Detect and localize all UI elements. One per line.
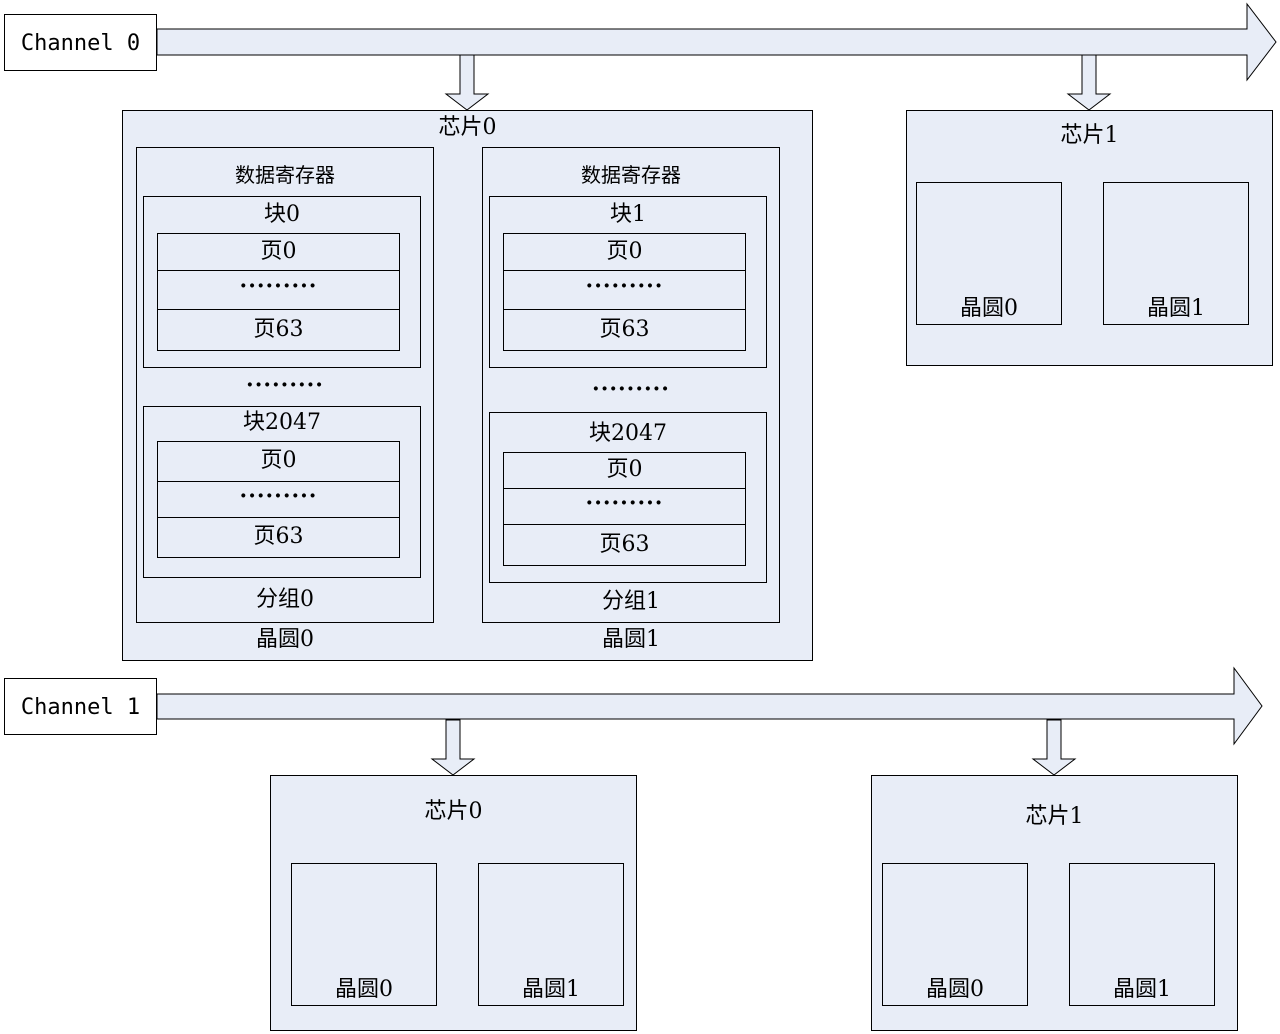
channel-1-label-box: Channel 1 <box>4 678 157 735</box>
page-label: 页0 <box>260 239 297 264</box>
channel-0-bus-arrow <box>156 2 1277 82</box>
down-arrow-ch1-chip0 <box>430 719 476 776</box>
block-title: 块2047 <box>243 410 321 435</box>
page-row: ········· <box>504 271 745 310</box>
channel-1-bus-arrow <box>156 666 1263 746</box>
die-box: 晶圆1 <box>1103 182 1249 325</box>
data-register-label: 数据寄存器 <box>581 163 681 187</box>
block-ellipsis: ········· <box>246 372 324 398</box>
block-title: 块0 <box>264 202 300 227</box>
block-2047: 块2047 页0 ········· 页63 <box>143 406 421 578</box>
block-2047: 块2047 页0 ········· 页63 <box>489 412 767 583</box>
page-label: 页0 <box>606 457 643 482</box>
data-register-label: 数据寄存器 <box>235 163 335 187</box>
page-row: 页0 <box>158 234 399 271</box>
ch1-chip1: 芯片1 晶圆0 晶圆1 <box>871 775 1238 1031</box>
page-row: 页63 <box>504 311 745 351</box>
ch0-chip0-title: 芯片0 <box>438 115 497 140</box>
page-row: 页0 <box>158 442 399 482</box>
page-row: 页63 <box>158 311 399 351</box>
ch0-chip0: 芯片0 数据寄存器 块0 页0 ········· 页63 ········· … <box>122 110 813 661</box>
channel-1-label: Channel 1 <box>20 695 141 720</box>
page-label: 页63 <box>599 532 650 557</box>
chip-title: 芯片1 <box>1060 123 1119 148</box>
page-label: 页0 <box>260 448 297 473</box>
die-label: 晶圆0 <box>926 977 984 1002</box>
down-arrow-ch0-chip1 <box>1066 54 1112 111</box>
page-label: 页63 <box>253 524 304 549</box>
die-label: 晶圆1 <box>602 627 660 652</box>
block-title: 块1 <box>610 202 646 227</box>
ch0-chip1: 芯片1 晶圆0 晶圆1 <box>906 110 1273 366</box>
ch0-chip0-plane1: 数据寄存器 块1 页0 ········· 页63 ········· 块204… <box>482 147 780 623</box>
page-label: 页0 <box>606 239 643 264</box>
channel-0-label: Channel 0 <box>20 31 141 56</box>
page-list: 页0 ········· 页63 <box>157 233 400 351</box>
die-box: 晶圆1 <box>1069 863 1215 1006</box>
page-row: ········· <box>504 489 745 525</box>
page-ellipsis: ········· <box>239 483 318 509</box>
page-row: 页0 <box>504 453 745 489</box>
die-label: 晶圆1 <box>522 977 580 1002</box>
block-1: 块1 页0 ········· 页63 <box>489 196 767 368</box>
ch0-chip0-plane0: 数据寄存器 块0 页0 ········· 页63 ········· 块204… <box>136 147 434 623</box>
page-ellipsis: ········· <box>585 490 664 516</box>
die-box: 晶圆0 <box>916 182 1062 325</box>
down-arrow-ch1-chip1 <box>1031 719 1077 776</box>
die-label: 晶圆0 <box>960 296 1018 321</box>
block-0: 块0 页0 ········· 页63 <box>143 196 421 368</box>
channel-0-label-box: Channel 0 <box>4 14 157 71</box>
page-list: 页0 ········· 页63 <box>503 452 746 566</box>
plane-label: 分组1 <box>602 589 660 614</box>
page-row: ········· <box>158 482 399 518</box>
page-row: 页63 <box>504 526 745 566</box>
die-label: 晶圆1 <box>1113 977 1171 1002</box>
page-ellipsis: ········· <box>239 273 318 299</box>
page-row: 页63 <box>158 519 399 558</box>
page-label: 页63 <box>253 317 304 342</box>
ch1-chip0: 芯片0 晶圆0 晶圆1 <box>270 775 637 1031</box>
page-row: 页0 <box>504 234 745 271</box>
page-row: ········· <box>158 271 399 310</box>
die-label: 晶圆1 <box>1147 296 1205 321</box>
page-list: 页0 ········· 页63 <box>157 441 400 558</box>
die-label: 晶圆0 <box>335 977 393 1002</box>
die-box: 晶圆1 <box>478 863 624 1006</box>
chip-title: 芯片0 <box>424 799 483 824</box>
page-list: 页0 ········· 页63 <box>503 233 746 351</box>
plane-label: 分组0 <box>256 587 314 612</box>
chip-title: 芯片1 <box>1025 804 1084 829</box>
die-label: 晶圆0 <box>256 627 314 652</box>
die-box: 晶圆0 <box>291 863 437 1006</box>
down-arrow-ch0-chip0 <box>444 54 490 111</box>
block-ellipsis: ········· <box>592 376 670 402</box>
block-title: 块2047 <box>589 421 667 446</box>
die-box: 晶圆0 <box>882 863 1028 1006</box>
page-label: 页63 <box>599 317 650 342</box>
page-ellipsis: ········· <box>585 273 664 299</box>
